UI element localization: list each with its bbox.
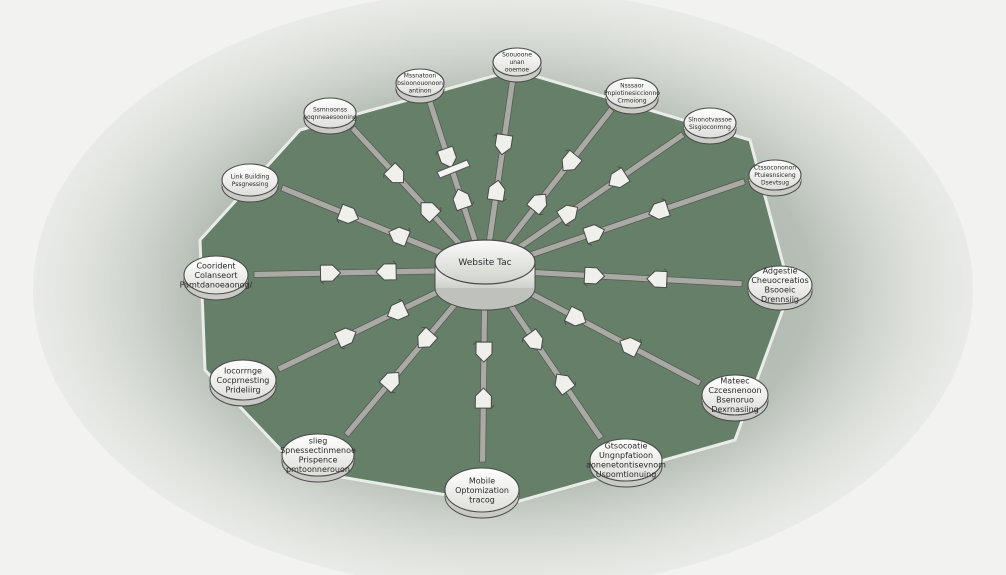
arrow-icon	[583, 266, 606, 287]
node-label: Cocprnesting	[217, 376, 270, 385]
arrow-icon	[472, 341, 493, 363]
node-label: antinon	[409, 88, 432, 95]
node-label: Nsssaor	[620, 83, 644, 90]
arrow-icon	[474, 387, 495, 409]
arrow-icon	[420, 202, 442, 224]
arrow-icon	[582, 224, 606, 246]
arrow-icon	[554, 373, 577, 396]
node-label: Pssgnessing	[232, 181, 269, 188]
arrow-icon	[646, 268, 668, 289]
node-label: Pamtdanoeaonog/	[180, 280, 253, 289]
node-label: Uspomtionuing	[596, 470, 657, 479]
node-label: Colanseort	[194, 271, 237, 280]
node-label: ooqnneaesooning	[303, 114, 357, 121]
node-label: Ctssocononon	[754, 165, 796, 172]
arrow-icon	[619, 336, 643, 358]
node-label: Mobile	[469, 476, 495, 485]
node-n10[interactable]: sliegSpnessectinmenoePrispencepmtoonnero…	[280, 433, 356, 483]
node-label: slieg	[309, 437, 328, 446]
node-label: Spnessectinmenoe	[280, 446, 356, 455]
arrow-icon	[319, 264, 342, 285]
node-label: Link Building	[231, 173, 270, 180]
node-label: ooemoe	[505, 67, 530, 74]
arrow-icon	[336, 203, 360, 225]
node-label: aonenetontisevnom	[586, 461, 666, 470]
node-label: Bsooeic	[765, 286, 796, 295]
arrow-icon	[375, 260, 397, 281]
node-label: Ungnpfatioon	[599, 451, 653, 460]
stray-divider	[436, 159, 471, 179]
node-label: Optomization	[455, 486, 509, 495]
arrow-icon	[435, 145, 457, 169]
node-label: Prideliirg	[225, 385, 260, 394]
arrow-icon	[378, 372, 400, 394]
node-label: pmtoonnerouon	[286, 465, 350, 474]
arrow-icon	[388, 226, 411, 247]
node-label: Soouoone	[502, 52, 532, 59]
arrow-icon	[417, 326, 439, 349]
node-label: Gtsocoatie	[605, 442, 648, 451]
node-label: unan	[509, 59, 524, 66]
node-label: Pnpiotinesiccionno	[604, 90, 660, 97]
node-label: tracog	[469, 495, 495, 504]
arrow-icon	[521, 328, 544, 351]
node-label: Czcesnenoon	[708, 386, 761, 395]
node-label: Ptuiesnsiceng	[754, 172, 796, 179]
node-label: bsioonouonoon	[397, 80, 443, 87]
arrow-icon	[608, 166, 631, 189]
node-label: Mateec	[720, 377, 749, 386]
node-label: Crmoiong	[617, 98, 646, 105]
arrows-layer	[319, 133, 671, 409]
node-label: Dsevtsug	[761, 180, 789, 187]
node-label: Dexrnasiing	[711, 405, 759, 414]
arrow-icon	[386, 298, 410, 321]
node-label: Ssmnoonss	[313, 106, 347, 113]
node-label: Drennsiig	[761, 295, 799, 304]
node-label: Sisgioconmng	[689, 124, 731, 131]
arrow-icon	[452, 188, 475, 212]
node-label: Prispence	[299, 456, 338, 465]
node-label: Iocorrnge	[224, 366, 262, 375]
node-n8[interactable]: GtsocoatieUngnpfatioonaonenetontisevnomU…	[586, 438, 666, 488]
node-label: Coorident	[196, 261, 235, 270]
arrow-icon	[555, 204, 579, 227]
arrow-icon	[486, 179, 507, 202]
arrow-icon	[525, 193, 548, 216]
arrow-icon	[648, 198, 671, 220]
arrow-icon	[333, 327, 357, 350]
arrow-icon	[493, 133, 514, 156]
hub-node[interactable]: Website Tac	[434, 239, 536, 311]
arrow-icon	[563, 305, 587, 327]
node-label: Bsenoruo	[716, 396, 754, 405]
hub-label: Website Tac	[458, 258, 511, 268]
arrow-icon	[383, 162, 405, 184]
node-label: Adgestie	[763, 267, 798, 276]
arrow-icon	[561, 149, 583, 172]
node-label: Cheuocreatios	[751, 276, 808, 285]
node-label: Slnonotvassoe	[688, 116, 732, 123]
node-label: Mssnatoon	[404, 73, 437, 80]
nodes-layer: SoouooneunanooemoeMssnatoonbsioonouonoon…	[180, 47, 813, 519]
